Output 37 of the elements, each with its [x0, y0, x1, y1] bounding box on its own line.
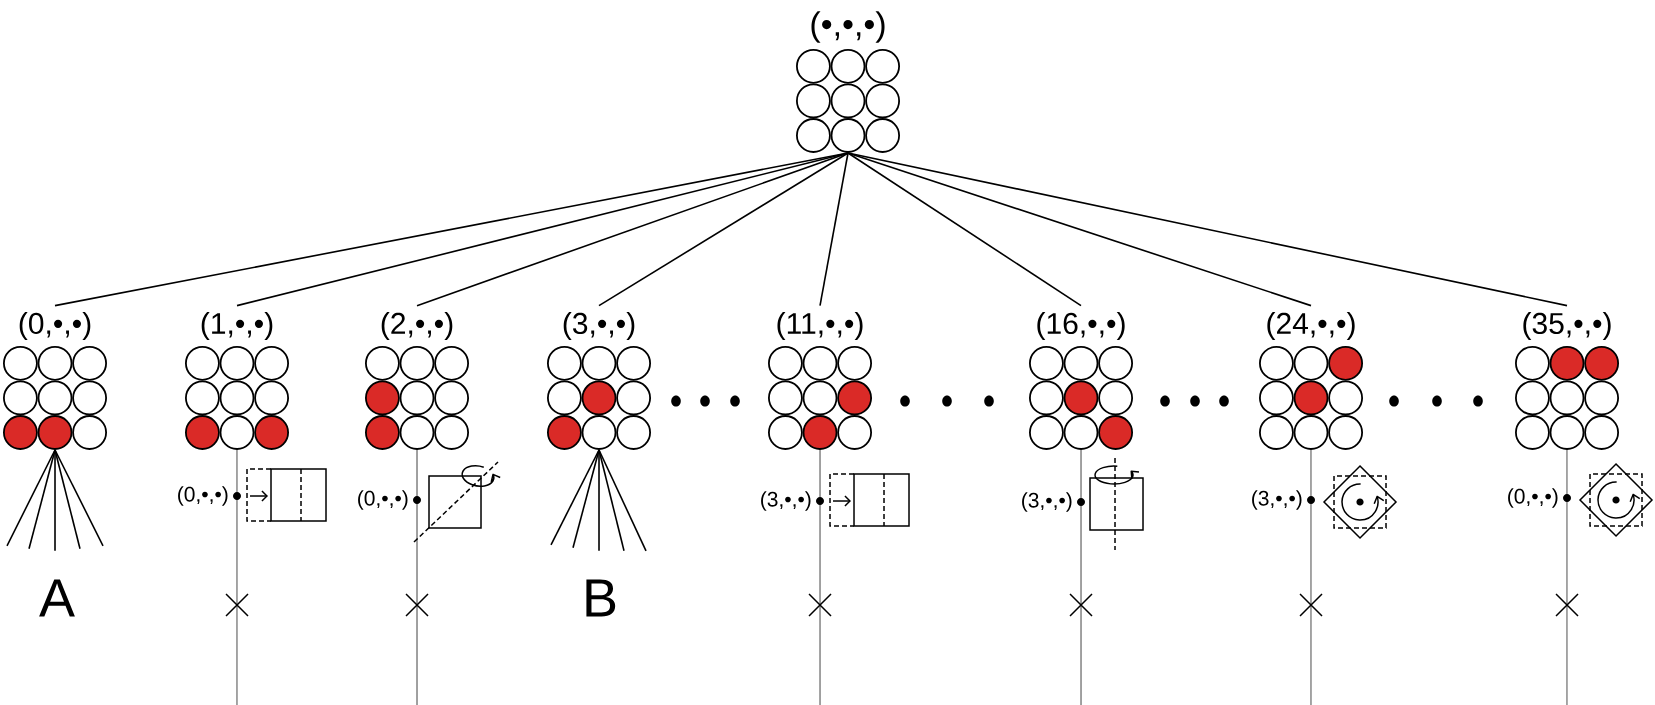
branch-line — [598, 449, 600, 552]
state-label: (0,•,•) — [358, 490, 408, 510]
state-label: (0,•,•) — [19, 312, 91, 340]
branch-line — [847, 152, 1568, 307]
branch-line — [1566, 449, 1568, 705]
branch-line — [819, 449, 821, 705]
branch-line — [847, 152, 1082, 307]
state-label: (35,•,•) — [1523, 312, 1611, 340]
state-label: (11,•,•) — [777, 312, 863, 340]
branch-line — [1310, 449, 1312, 705]
branch-line — [54, 449, 56, 552]
state-label: (16,•,•) — [1037, 312, 1125, 340]
branch-line — [550, 449, 600, 546]
branch-line — [6, 449, 56, 547]
state-label: (3,•,•) — [563, 312, 635, 340]
state-label: (1,•,•) — [201, 312, 273, 340]
branch-line — [236, 449, 238, 705]
branch-line — [54, 152, 849, 307]
branch-line — [572, 449, 600, 549]
state-label: (3,•,•) — [1252, 490, 1302, 510]
letter-label: A — [39, 579, 75, 617]
state-label: (0,•,•) — [1508, 488, 1558, 508]
branch-line — [598, 152, 849, 307]
letter-label: B — [586, 579, 616, 617]
branch-line — [598, 449, 647, 552]
branch-line — [819, 152, 849, 307]
state-label: (•,•,•) — [811, 11, 885, 43]
state-label: (3,•,•) — [761, 491, 811, 511]
state-label: (3,•,•) — [1022, 492, 1072, 512]
branch-line — [1080, 449, 1082, 705]
branch-line — [54, 449, 104, 547]
branch-line — [847, 152, 1312, 307]
branch-line — [416, 449, 418, 705]
branch-line — [416, 152, 849, 307]
state-label: (0,•,•) — [178, 486, 228, 506]
state-label: (24,•,•) — [1267, 312, 1355, 340]
state-label: (2,•,•) — [381, 312, 453, 340]
